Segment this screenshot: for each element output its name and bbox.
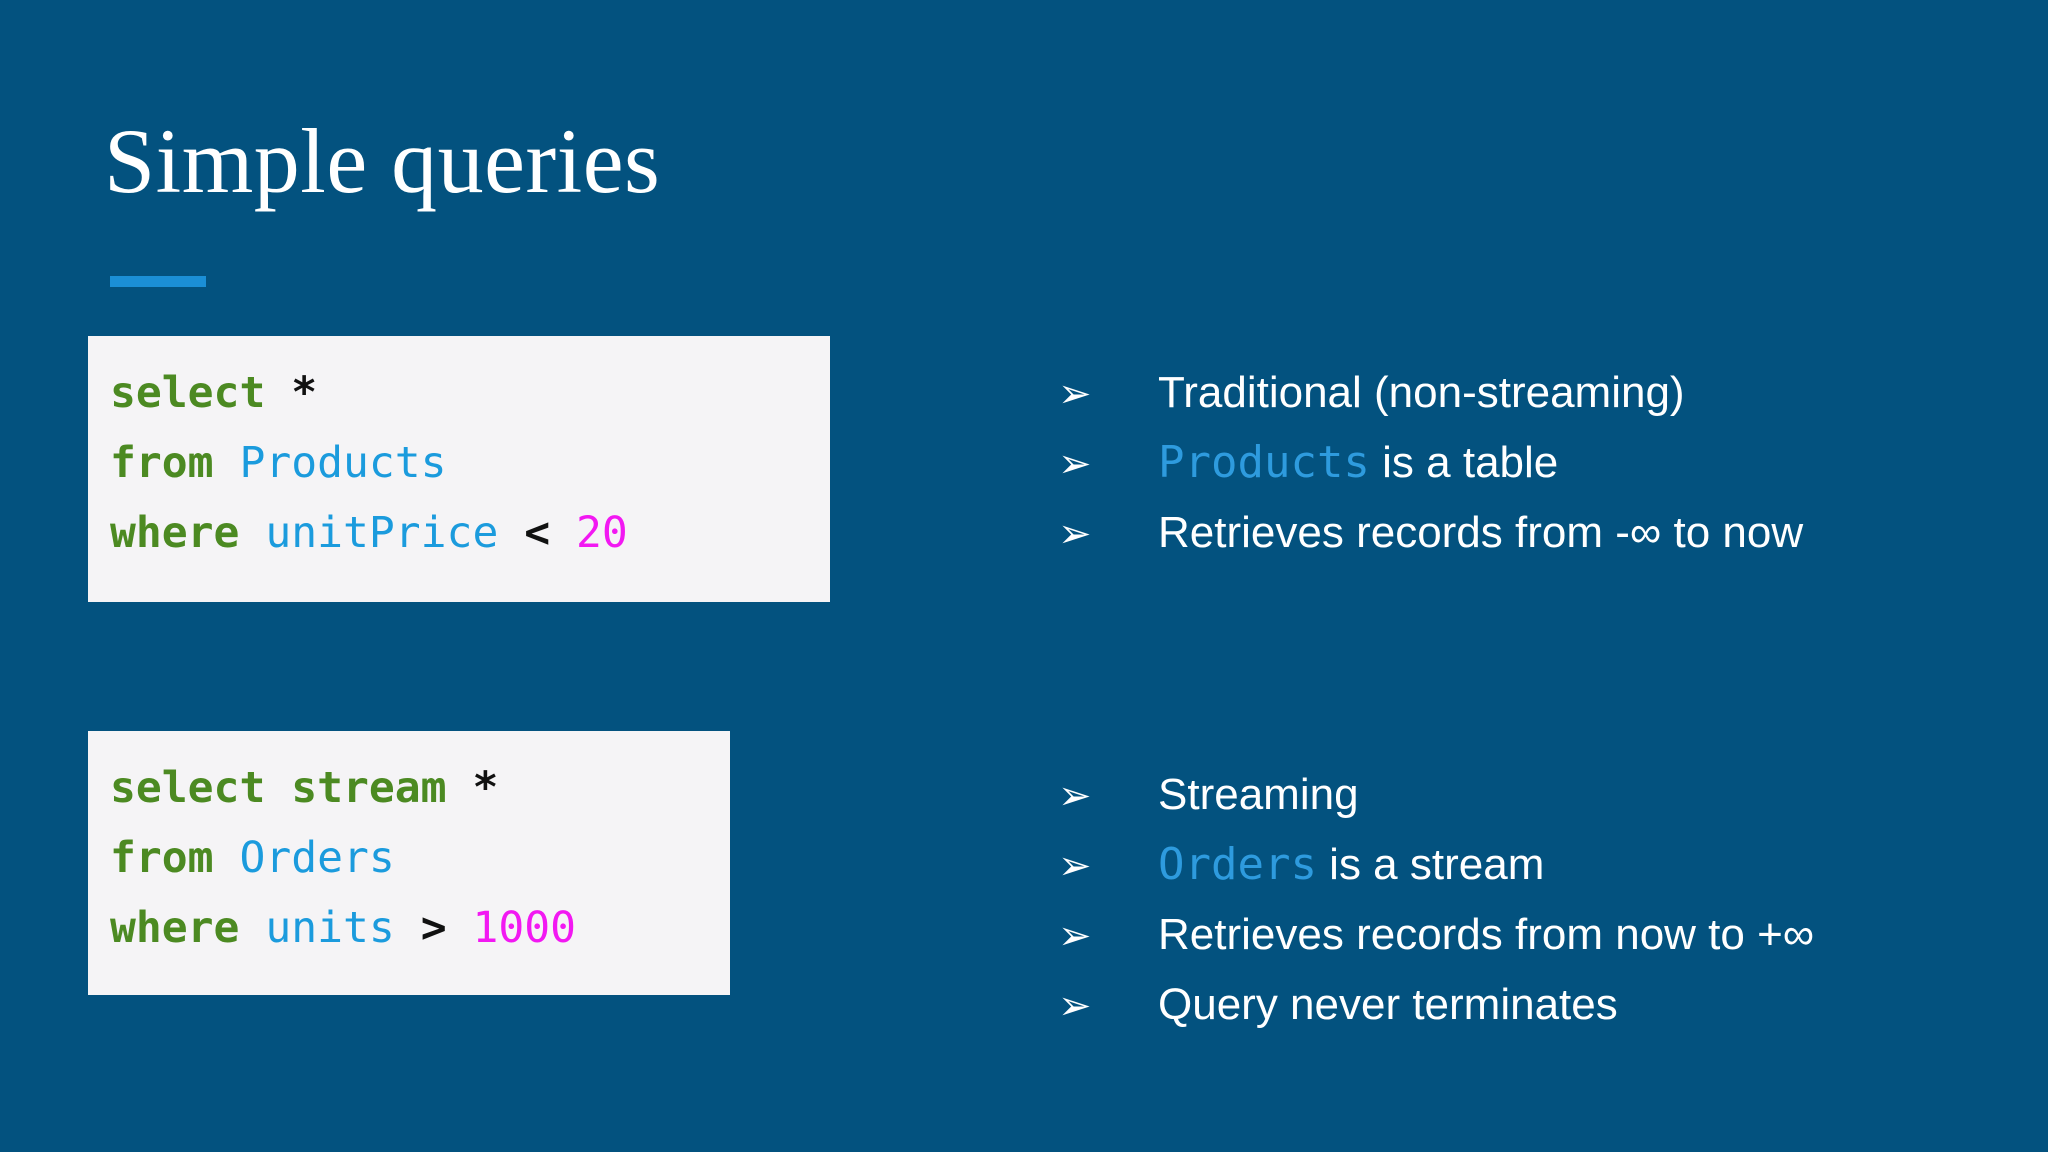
code-token-identifier: unitPrice bbox=[265, 508, 499, 558]
code-token-keyword: from bbox=[110, 438, 214, 488]
inline-text: Traditional (non-streaming) bbox=[1158, 368, 1685, 417]
code-token-identifier: Orders bbox=[239, 833, 395, 883]
bullet-list-streaming: ➢ Streaming ➢ Orders is a stream ➢ Retrieves … bbox=[1058, 760, 1814, 1040]
bullet-list-non-streaming: ➢ Traditional (non-streaming) ➢ Products is… bbox=[1058, 358, 1803, 568]
code-line: where units > 1000 bbox=[110, 893, 576, 963]
bullet-arrow-icon: ➢ bbox=[1058, 913, 1092, 959]
code-token-plain bbox=[265, 368, 291, 418]
code-token-star: * bbox=[472, 763, 499, 813]
bullet-arrow-icon: ➢ bbox=[1058, 843, 1092, 889]
bullet-arrow-icon: ➢ bbox=[1058, 441, 1092, 487]
list-item-label: Query never terminates bbox=[1158, 970, 1618, 1040]
code-token-identifier: Products bbox=[239, 438, 447, 488]
inline-code-identifier: Products bbox=[1158, 437, 1370, 488]
code-token-plain bbox=[395, 903, 421, 953]
code-line: from Products bbox=[110, 428, 628, 498]
code-token-keyword: from bbox=[110, 833, 214, 883]
list-item-label: Orders is a stream bbox=[1158, 830, 1544, 900]
code-line: select * bbox=[110, 358, 628, 428]
code-token-star: * bbox=[291, 368, 318, 418]
code-token-keyword: where bbox=[110, 903, 240, 953]
inline-code-identifier: Orders bbox=[1158, 839, 1317, 890]
page-title: Simple queries bbox=[104, 110, 661, 212]
list-item-label: Streaming bbox=[1158, 760, 1359, 830]
inline-text: is a table bbox=[1369, 438, 1559, 487]
list-item-label: Retrieves records from now to +∞ bbox=[1158, 900, 1814, 970]
inline-text: Query never terminates bbox=[1158, 980, 1618, 1029]
list-item: ➢ Streaming bbox=[1058, 760, 1814, 830]
inline-text: Retrieves records from now to +∞ bbox=[1158, 910, 1815, 959]
code-token-plain bbox=[214, 833, 240, 883]
code-token-keyword: select bbox=[110, 368, 266, 418]
bullet-arrow-icon: ➢ bbox=[1058, 983, 1092, 1029]
inline-text: Streaming bbox=[1158, 770, 1359, 819]
code-token-plain bbox=[498, 508, 524, 558]
inline-text: Retrieves records from -∞ to now bbox=[1158, 508, 1804, 557]
list-item-label: Products is a table bbox=[1158, 428, 1558, 498]
code-token-operator: > bbox=[420, 903, 447, 953]
code-token-keyword: where bbox=[110, 508, 240, 558]
code-line: from Orders bbox=[110, 823, 576, 893]
code-token-number: 20 bbox=[576, 508, 628, 558]
list-item: ➢ Orders is a stream bbox=[1058, 830, 1814, 900]
bullet-arrow-icon: ➢ bbox=[1058, 511, 1092, 557]
code-token-identifier: units bbox=[265, 903, 395, 953]
list-item: ➢ Query never terminates bbox=[1058, 970, 1814, 1040]
code-line: where unitPrice < 20 bbox=[110, 498, 628, 568]
code-token-keyword: select stream bbox=[110, 763, 447, 813]
bullet-arrow-icon: ➢ bbox=[1058, 371, 1092, 417]
bullet-arrow-icon: ➢ bbox=[1058, 773, 1092, 819]
code-token-plain bbox=[214, 438, 240, 488]
code-token-plain bbox=[447, 763, 473, 813]
code-token-number: 1000 bbox=[472, 903, 577, 953]
code-token-operator: < bbox=[524, 508, 551, 558]
code-token-plain bbox=[239, 903, 265, 953]
code-token-plain bbox=[239, 508, 265, 558]
title-accent-bar bbox=[110, 276, 206, 287]
list-item: ➢ Retrieves records from -∞ to now bbox=[1058, 498, 1803, 568]
code-line: select stream * bbox=[110, 753, 576, 823]
code-token-plain bbox=[447, 903, 473, 953]
inline-text: is a stream bbox=[1316, 840, 1545, 889]
list-item: ➢ Traditional (non-streaming) bbox=[1058, 358, 1803, 428]
list-item: ➢ Products is a table bbox=[1058, 428, 1803, 498]
list-item-label: Traditional (non-streaming) bbox=[1158, 358, 1685, 428]
list-item: ➢ Retrieves records from now to +∞ bbox=[1058, 900, 1814, 970]
list-item-label: Retrieves records from -∞ to now bbox=[1158, 498, 1803, 568]
code-token-plain bbox=[550, 508, 576, 558]
